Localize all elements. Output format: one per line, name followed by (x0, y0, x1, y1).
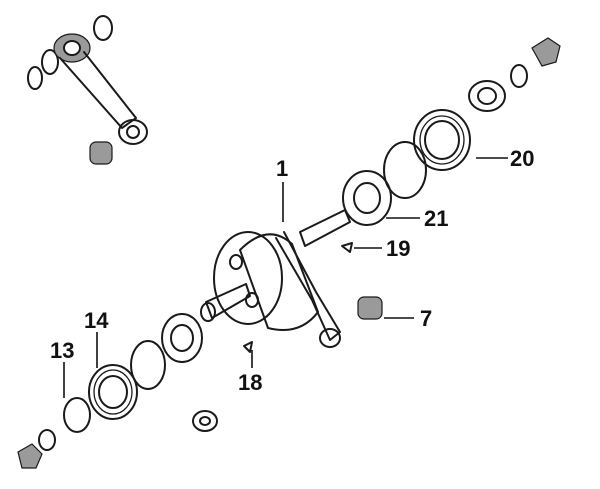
left-shaft-parts (17, 313, 218, 469)
crank-shaft-left-journal (205, 283, 251, 319)
callout-7: 7 (420, 306, 432, 331)
crank-web-left (213, 231, 283, 325)
nut-bottom (192, 410, 218, 432)
ball-bearing-14 (88, 364, 138, 420)
ball-bearing-20-race (419, 115, 465, 165)
callout-20: 20 (510, 146, 534, 171)
washer-left (38, 429, 56, 451)
connecting-rod-assembly-top (27, 15, 148, 165)
ball-bearing-20-inner (424, 120, 460, 160)
bearing-bore-top (63, 40, 81, 56)
crank-left-end (200, 302, 216, 322)
crank-shaft-right-journal (299, 209, 351, 247)
oil-seal-21 (342, 170, 392, 226)
crankshaft-1 (200, 209, 351, 353)
drive-gear-top-right (531, 37, 561, 67)
circlip-left (130, 340, 166, 390)
rod-shank-top (59, 51, 137, 129)
ball-bearing-20 (413, 109, 471, 171)
connecting-rod-center (275, 231, 341, 341)
oil-seal-left-inner (170, 324, 194, 352)
shim-13 (63, 397, 91, 433)
ball-bearing-14-inner (98, 375, 128, 409)
crank-web-right (239, 233, 319, 331)
callout-13: 13 (50, 338, 74, 363)
oil-seal-left (161, 313, 203, 363)
drive-gear-bottom-left (17, 443, 43, 469)
circlip-right (383, 141, 427, 199)
callout-14: 14 (84, 308, 109, 333)
leader-lines (63, 157, 508, 398)
needle-cage-7 (357, 296, 383, 320)
callout-19: 19 (386, 236, 410, 261)
callout-labels: 1 20 21 19 7 14 13 18 (50, 146, 534, 395)
washer-top-left-2 (41, 49, 59, 75)
callout-18: 18 (238, 370, 262, 395)
needle-cage-top (89, 141, 113, 165)
right-shaft-parts (341, 37, 561, 320)
crank-web-hole-2 (245, 292, 259, 308)
nut-right (468, 80, 506, 112)
callout-1: 1 (276, 156, 288, 181)
woodruff-key-18 (243, 341, 253, 353)
rod-big-end-bore-top (126, 125, 140, 139)
woodruff-key-19 (341, 242, 353, 253)
rod-big-end-top (118, 119, 148, 145)
rod-big-end-center (319, 328, 341, 348)
nut-right-bore (477, 87, 497, 105)
washer-top-right (93, 15, 113, 41)
nut-bottom-bore (199, 416, 211, 426)
crank-web-hole-1 (229, 254, 243, 270)
ball-bearing-14-race (93, 369, 133, 415)
washer-right (510, 64, 528, 88)
washer-top-left (27, 66, 43, 90)
callout-21: 21 (424, 206, 448, 231)
oil-seal-21-inner (353, 182, 381, 214)
